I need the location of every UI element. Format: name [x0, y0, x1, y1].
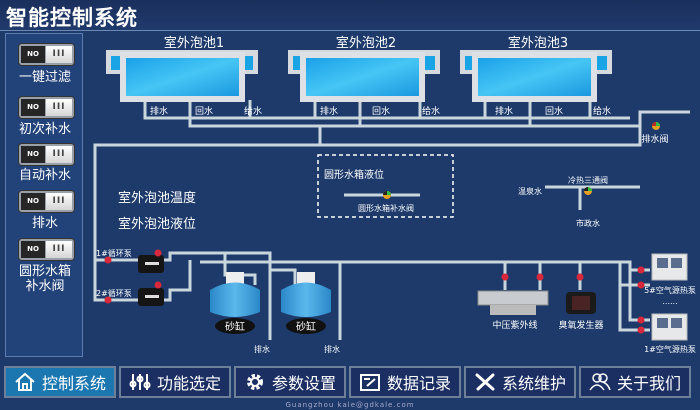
- pool-outlet-label: 排水: [495, 105, 513, 117]
- tank-level-title: 圆形水箱液位: [324, 168, 384, 181]
- pool-outlet-label: 回水: [545, 105, 563, 117]
- app-title: 智能控制系统: [6, 6, 138, 30]
- pool-outlet-label: 给水: [244, 105, 262, 117]
- nav-system-maintenance[interactable]: 系统维护: [464, 366, 576, 398]
- heat-pump-5: 5#空气源热泵 ......: [644, 253, 696, 306]
- three-way-valve-label: 冷热三通阀: [568, 175, 608, 185]
- filter-drain-label: 排水: [254, 344, 270, 354]
- drain-valve[interactable]: 排水阀: [641, 122, 669, 145]
- pool-outlet-label: 排水: [150, 105, 168, 117]
- sand-filter-2: 砂缸 排水: [281, 272, 340, 354]
- pump-label: 1#循环泵: [96, 248, 132, 258]
- wrench-icon: [475, 373, 495, 391]
- pool-3: 室外泡池3 排水 回水 给水: [460, 35, 612, 117]
- pool-level-label: 室外泡池液位: [118, 216, 196, 232]
- nav-data-records[interactable]: 数据记录: [349, 366, 461, 398]
- pool-outlet-label: 回水: [195, 105, 213, 117]
- ozone-label: 臭氧发生器: [558, 319, 603, 331]
- heat-pump-ellipsis: ......: [662, 297, 677, 306]
- process-diagram: 室外泡池1 排水 回水 给水 室外泡池2 排水 回水 给水 室外泡池3 排水 回…: [93, 35, 696, 354]
- nav-label: 关于我们: [616, 374, 681, 393]
- tank-level-box: 圆形水箱液位 圆形水箱补水阀: [317, 154, 454, 218]
- sliders-icon: [129, 374, 151, 390]
- nav-about-us[interactable]: 关于我们: [579, 366, 691, 398]
- users-icon: [589, 373, 611, 391]
- uv-label: 中压紫外线: [492, 319, 537, 331]
- switch-label: 自动补水: [18, 168, 71, 183]
- nav-label: 功能选定: [156, 374, 221, 393]
- gear-icon: [246, 374, 263, 390]
- pool-outlet-label: 给水: [422, 105, 440, 117]
- footer-contact: Guangzhou kale@gdkale.com: [285, 401, 415, 409]
- switch-label: 初次补水: [18, 122, 71, 137]
- three-way-valve[interactable]: [584, 187, 592, 195]
- heat-pump-1: 1#空气源热泵: [644, 313, 696, 354]
- sand-filter-label: 砂缸: [296, 320, 316, 333]
- switch-label: 一键过滤: [18, 70, 71, 85]
- pool-outlet-label: 给水: [593, 105, 611, 117]
- pool-title: 室外泡池1: [164, 35, 224, 51]
- nav-label: 数据记录: [386, 374, 451, 393]
- nav-label: 参数设置: [271, 374, 336, 393]
- pool-outlet-label: 排水: [320, 105, 338, 117]
- title-bar: 智能控制系统: [0, 0, 700, 31]
- nav-label: 控制系统: [41, 374, 106, 393]
- filter-drain-label: 排水: [324, 344, 340, 354]
- pool-1: 室外泡池1 排水 回水 给水: [106, 35, 262, 117]
- pool-title: 室外泡池3: [508, 35, 568, 51]
- pipes: [93, 100, 690, 340]
- tank-fill-valve-label: 圆形水箱补水阀: [358, 203, 414, 213]
- pool-outlet-label: 回水: [372, 105, 390, 117]
- pumps: 1#循环泵 2#循环泵: [96, 248, 164, 306]
- heat-pump-label: 1#空气源热泵: [644, 344, 696, 354]
- pool-temperature-label: 室外泡池温度: [118, 190, 196, 206]
- heat-pump-label: 5#空气源热泵: [644, 285, 696, 295]
- nav-function-select[interactable]: 功能选定: [119, 366, 231, 398]
- hot-spring-label: 温泉水: [518, 186, 542, 196]
- nav-label: 系统维护: [501, 374, 566, 393]
- ozone-generator: 臭氧发生器: [558, 292, 604, 331]
- drain-valve-label: 排水阀: [641, 133, 668, 145]
- edit-record-icon: [359, 374, 380, 391]
- tank-fill-valve[interactable]: [383, 191, 391, 199]
- valves: [104, 249, 645, 334]
- nav-parameter-settings[interactable]: 参数设置: [234, 366, 346, 398]
- pool-title: 室外泡池2: [336, 35, 396, 51]
- uv-unit: 中压紫外线: [477, 290, 549, 331]
- pool-2: 室外泡池2 排水 回水 给水: [288, 35, 440, 117]
- home-icon: [15, 372, 35, 391]
- pump-label: 2#循环泵: [96, 288, 132, 298]
- switch-label: 补水阀: [25, 279, 65, 294]
- nav-control-system[interactable]: 控制系统: [4, 366, 116, 398]
- switch-label: 圆形水箱: [18, 264, 71, 279]
- municipal-water-label: 市政水: [576, 218, 600, 228]
- switch-label: 排水: [31, 216, 58, 231]
- sand-filter-label: 砂缸: [225, 320, 245, 333]
- sand-filter-1: 砂缸 排水: [210, 272, 270, 354]
